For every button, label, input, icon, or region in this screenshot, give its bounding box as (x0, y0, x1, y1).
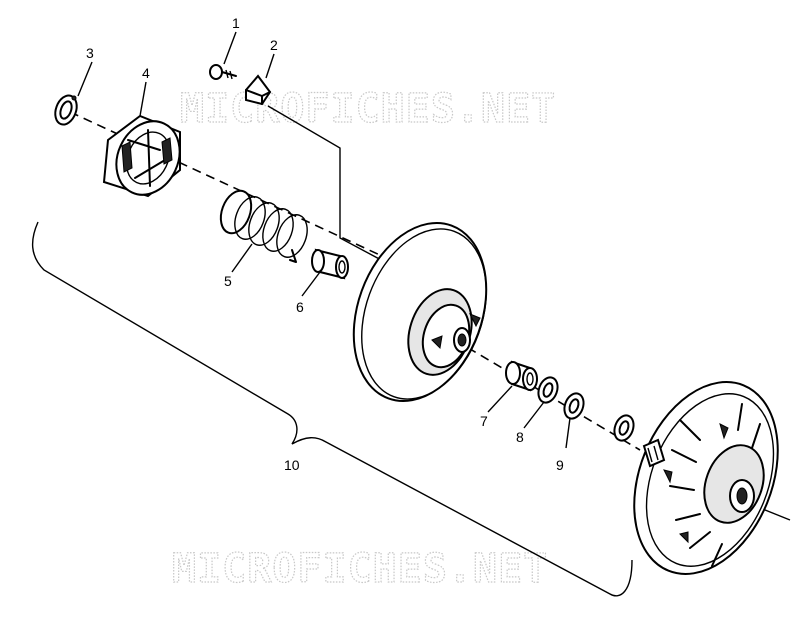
leader-2 (265, 53, 275, 79)
callout-6: 6 (296, 299, 304, 315)
leader-3 (77, 61, 93, 97)
callout-9: 9 (556, 457, 564, 473)
part-6-bushing (311, 248, 349, 280)
leader-6 (301, 271, 321, 297)
watermark-bottom: MICROFICHES.NET (172, 546, 548, 592)
watermark-top: MICROFICHES.NET (180, 86, 556, 132)
part-9-washer-a (563, 392, 585, 420)
part-9-washer-b (613, 414, 635, 442)
part-7-bushing (505, 360, 538, 392)
leader-7 (487, 385, 513, 413)
part-1-screw (209, 64, 237, 80)
part-2-slider-block (245, 74, 272, 106)
part-4-spider-cam (102, 114, 181, 198)
part-3-snap-ring (54, 94, 78, 126)
leader-4 (139, 81, 147, 117)
callout-3: 3 (86, 45, 94, 61)
callout-1: 1 (232, 15, 240, 31)
callout-10: 10 (284, 457, 300, 473)
part-5-spring (219, 189, 308, 263)
callout-2: 2 (270, 37, 278, 53)
bracket-10 (31, 221, 633, 597)
moveable-sheave (352, 221, 488, 403)
leader-8 (523, 401, 545, 429)
leader-5 (231, 243, 253, 273)
callout-4: 4 (142, 65, 150, 81)
callout-8: 8 (516, 429, 524, 445)
fixed-sheave (633, 381, 779, 575)
callout-5: 5 (224, 273, 232, 289)
part-8-washer (537, 376, 559, 404)
leader-1 (223, 31, 237, 65)
leader-part-2 (267, 105, 386, 263)
callout-7: 7 (480, 413, 488, 429)
leader-9 (565, 417, 571, 449)
